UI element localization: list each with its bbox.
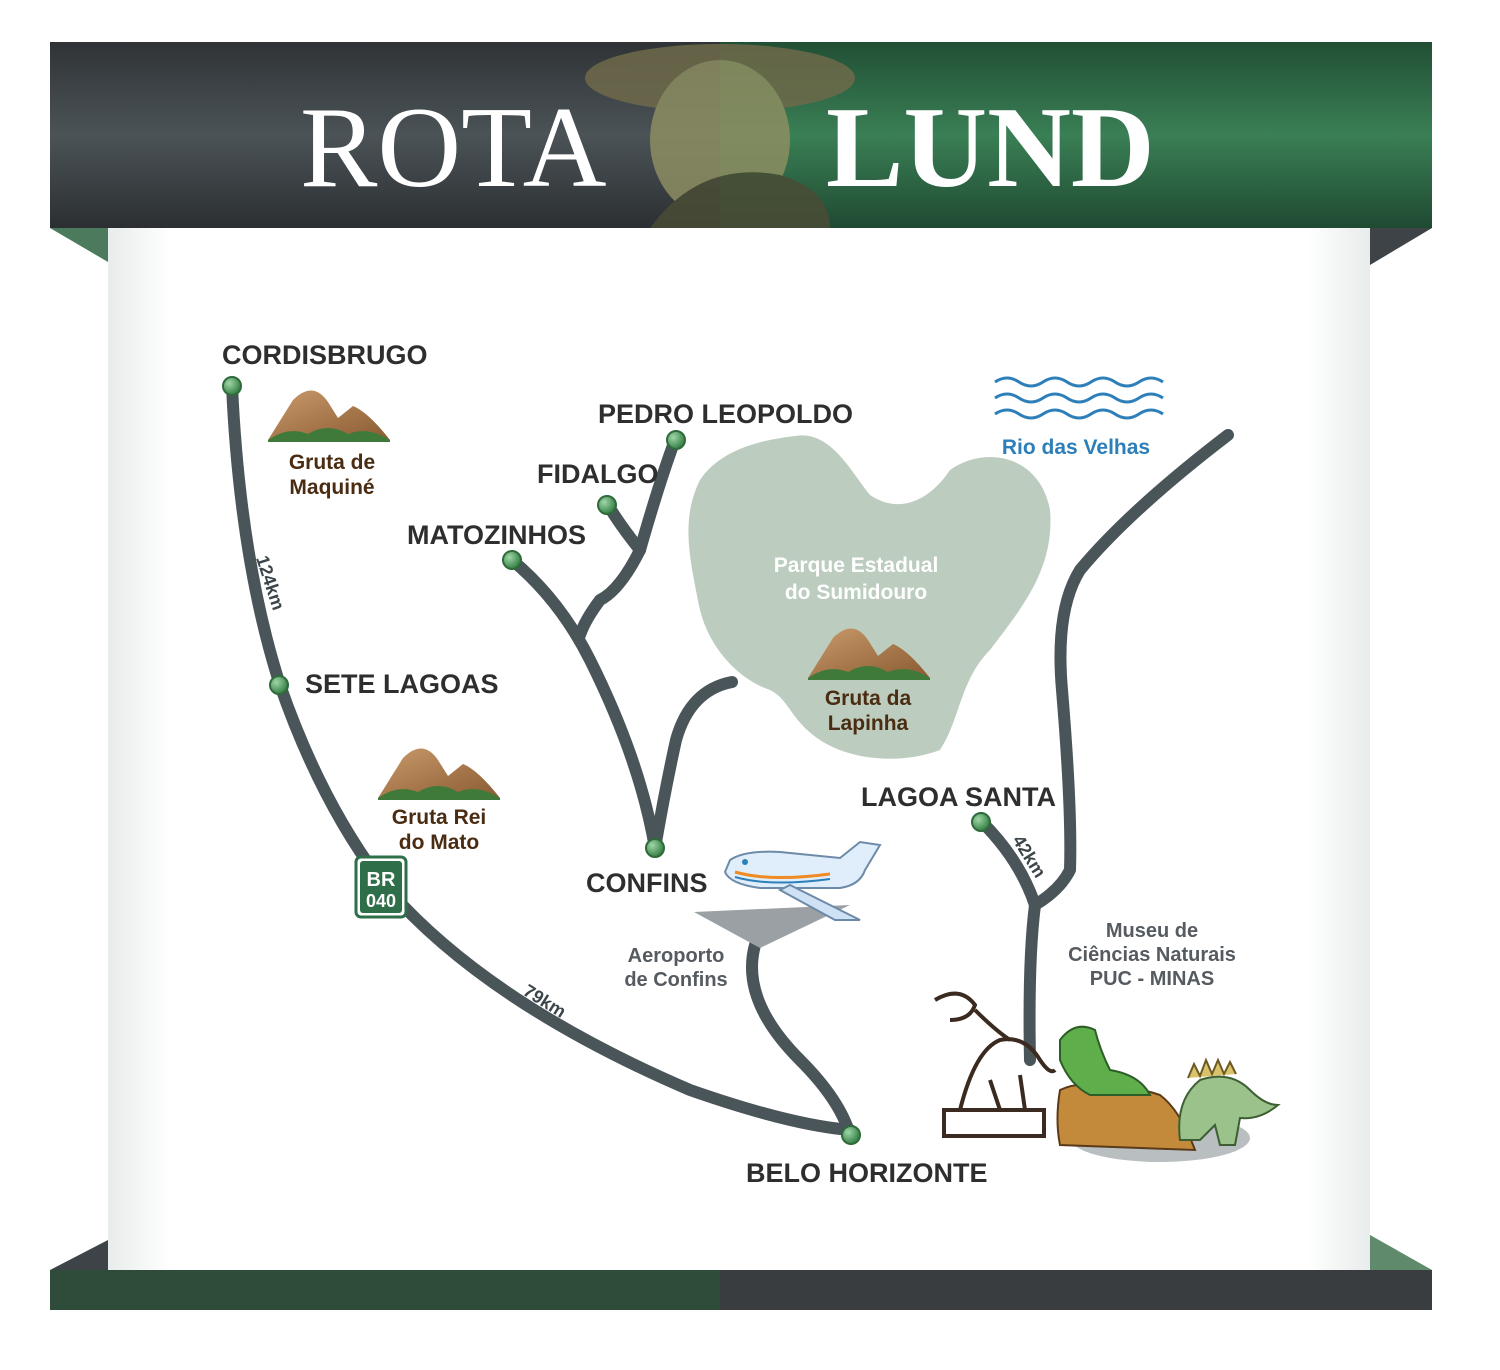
airplane-icon [723,840,882,921]
city-sete-lagoas: SETE LAGOAS [305,669,499,699]
airport-graphic: Aeroporto de Confins [624,840,882,991]
road-confins [506,554,661,854]
city-pedro-leopoldo: PEDRO LEOPOLDO [598,399,853,429]
svg-text:Gruta de: Gruta de [289,451,375,474]
road-airport [746,939,856,1141]
mountain-icon [268,390,390,442]
node-fidalgo [597,495,617,515]
road-lapinha [649,676,738,854]
svg-text:Lapinha: Lapinha [828,712,909,735]
city-cordisburgo: CORDISBRUGO [222,340,428,370]
node-lagoa-santa [971,812,991,832]
cave-label-maquine: Gruta de Maquiné [289,451,375,499]
city-lagoa-santa: LAGOA SANTA [861,782,1056,812]
route-nodes [222,376,991,1145]
node-belo-horizonte [841,1125,861,1145]
banner-title-left: ROTA [300,84,606,212]
node-pedro-leopoldo [666,430,686,450]
svg-text:Ciências Naturais: Ciências Naturais [1068,944,1236,966]
highway-shield: BR 040 [354,855,408,919]
banner-title-right: LUND [826,84,1155,212]
road-pedro-leopoldo [574,434,681,641]
park-area [688,435,1051,759]
svg-text:Maquiné: Maquiné [289,476,374,499]
svg-text:Museu de: Museu de [1106,920,1198,942]
road-east [1023,429,1234,1066]
cave-label-rei-do-mato: Gruta Rei do Mato [392,806,487,854]
dinosaurs-icon [1056,1025,1281,1152]
svg-text:do Sumidouro: do Sumidouro [785,581,927,604]
mountain-icon [808,628,930,680]
museum-label: Museu de Ciências Naturais PUC - MINAS [1068,920,1236,990]
city-belo-horizonte: BELO HORIZONTE [746,1158,988,1188]
node-sete-lagoas [269,675,289,695]
cave-label-lapinha: Gruta da Lapinha [825,687,912,735]
title-banner: ROTA LUND [50,42,1432,228]
city-confins: CONFINS [586,868,708,898]
portrait-image [585,44,855,228]
dinosaur-skeleton-icon [933,991,1057,1138]
dinosaurs-graphic [933,991,1281,1162]
node-cordisburgo [222,376,242,396]
node-confins [645,838,665,858]
svg-text:do Mato: do Mato [399,831,479,854]
svg-text:Gruta da: Gruta da [825,687,912,710]
airport-label-1: Aeroporto [628,945,725,967]
shield-line2: 040 [366,891,396,911]
city-fidalgo: FIDALGO [537,459,659,489]
svg-text:Parque Estadual: Parque Estadual [774,554,939,577]
wave-icon [994,376,1164,420]
park-label: Parque Estadual do Sumidouro [774,554,939,604]
shield-line1: BR [367,869,396,891]
svg-text:Gruta Rei: Gruta Rei [392,806,487,829]
city-matozinhos: MATOZINHOS [407,520,586,550]
svg-text:PUC - MINAS: PUC - MINAS [1090,968,1214,990]
mountain-icon [378,748,500,800]
node-matozinhos [502,550,522,570]
bottom-band [50,1270,1432,1310]
airport-label-2: de Confins [624,969,727,991]
river-label: Rio das Velhas [1002,436,1150,459]
road-lagoa-santa [976,816,1041,911]
